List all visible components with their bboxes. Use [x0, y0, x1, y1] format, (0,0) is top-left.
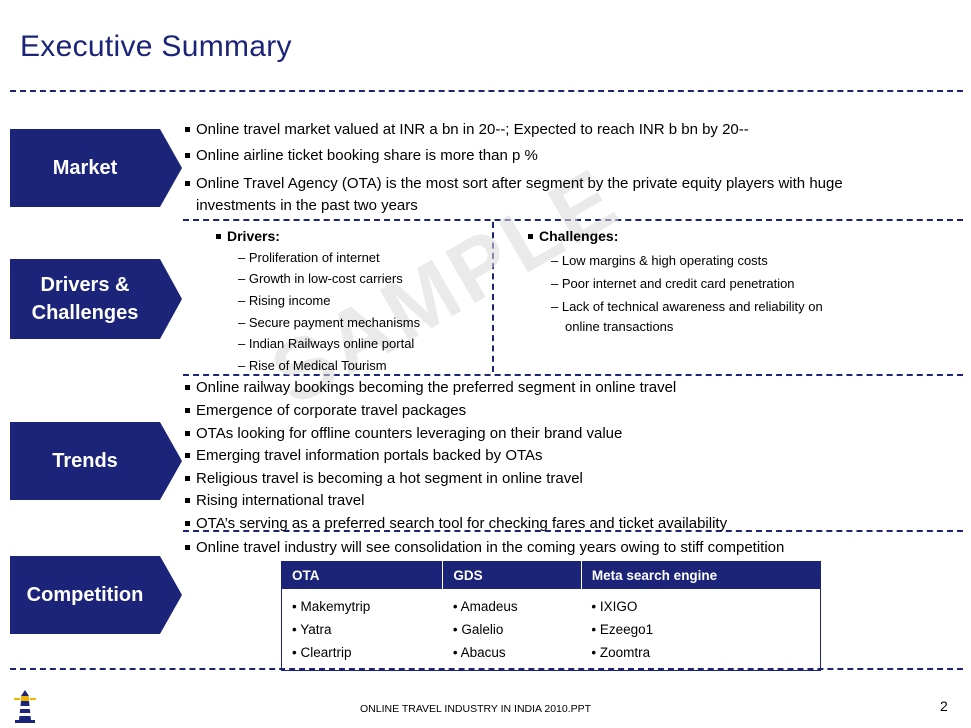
gds-list: • Amadeus • Galelio • Abacus — [442, 588, 582, 671]
lighthouse-logo-icon — [14, 690, 36, 723]
footer-filename: ONLINE TRAVEL INDUSTRY IN INDIA 2010.PPT — [360, 703, 592, 715]
trend-bullet: Emergence of corporate travel packages — [185, 401, 466, 421]
list-item: • Abacus — [452, 645, 506, 660]
list-item: • Ezeego1 — [591, 622, 654, 637]
driver-item: – Proliferation of internet — [238, 250, 380, 265]
driver-item: – Rise of Medical Tourism — [238, 358, 387, 373]
competition-bullet: Online travel industry will see consolid… — [185, 538, 784, 558]
trend-bullet: OTAs looking for offline counters levera… — [185, 424, 622, 444]
list-item: • Makemytrip — [292, 599, 371, 614]
competition-table: OTA GDS Meta search engine • Makemytrip … — [281, 561, 821, 671]
divider-trends — [183, 530, 963, 532]
challenge-item: – Lack of technical awareness and reliab… — [551, 299, 823, 314]
trend-bullet: OTA’s serving as a preferred search tool… — [185, 514, 727, 534]
section-competition: Competition — [10, 556, 182, 634]
column-header-meta-search: Meta search engine — [581, 561, 821, 589]
divider-top — [10, 90, 963, 92]
divider-drivers — [183, 374, 963, 376]
trend-bullet: Emerging travel information portals back… — [185, 446, 543, 466]
market-bullet: Online travel market valued at INR a bn … — [185, 120, 749, 140]
market-bullet: Online Travel Agency (OTA) is the most s… — [185, 174, 843, 194]
driver-item: – Indian Railways online portal — [238, 336, 415, 351]
market-bullet-continuation: investments in the past two years — [196, 197, 418, 214]
challenge-item: – Poor internet and credit card penetrat… — [551, 276, 795, 291]
driver-item: – Rising income — [238, 293, 331, 308]
challenge-item: – Low margins & high operating costs — [551, 253, 768, 268]
challenges-heading: Challenges: — [528, 228, 618, 244]
drivers-heading: Drivers: — [216, 228, 280, 244]
column-header-ota: OTA — [281, 561, 444, 589]
page-title: Executive Summary — [20, 30, 292, 63]
trend-bullet: Rising international travel — [185, 491, 364, 511]
market-bullet: Online airline ticket booking share is m… — [185, 146, 538, 166]
divider-vertical — [492, 222, 494, 372]
list-item: • Cleartrip — [292, 645, 352, 660]
list-item: • Yatra — [292, 622, 332, 637]
trend-bullet: Religious travel is becoming a hot segme… — [185, 469, 583, 489]
meta-search-list: • IXIGO • Ezeego1 • Zoomtra — [581, 588, 821, 671]
column-header-gds: GDS — [442, 561, 582, 589]
driver-item: – Growth in low-cost carriers — [238, 271, 403, 286]
divider-market — [183, 219, 963, 221]
list-item: • Zoomtra — [591, 645, 651, 660]
challenge-item-continuation: online transactions — [565, 319, 674, 334]
trend-bullet: Online railway bookings becoming the pre… — [185, 378, 676, 398]
list-item: • Amadeus — [452, 599, 518, 614]
ota-list: • Makemytrip • Yatra • Cleartrip — [281, 588, 443, 671]
list-item: • IXIGO — [591, 599, 638, 614]
section-trends: Trends — [10, 422, 182, 500]
page-number: 2 — [940, 698, 948, 714]
section-drivers-challenges: Drivers & Challenges — [10, 259, 182, 339]
section-market: Market — [10, 129, 182, 207]
list-item: • Galelio — [452, 622, 504, 637]
driver-item: – Secure payment mechanisms — [238, 315, 421, 330]
